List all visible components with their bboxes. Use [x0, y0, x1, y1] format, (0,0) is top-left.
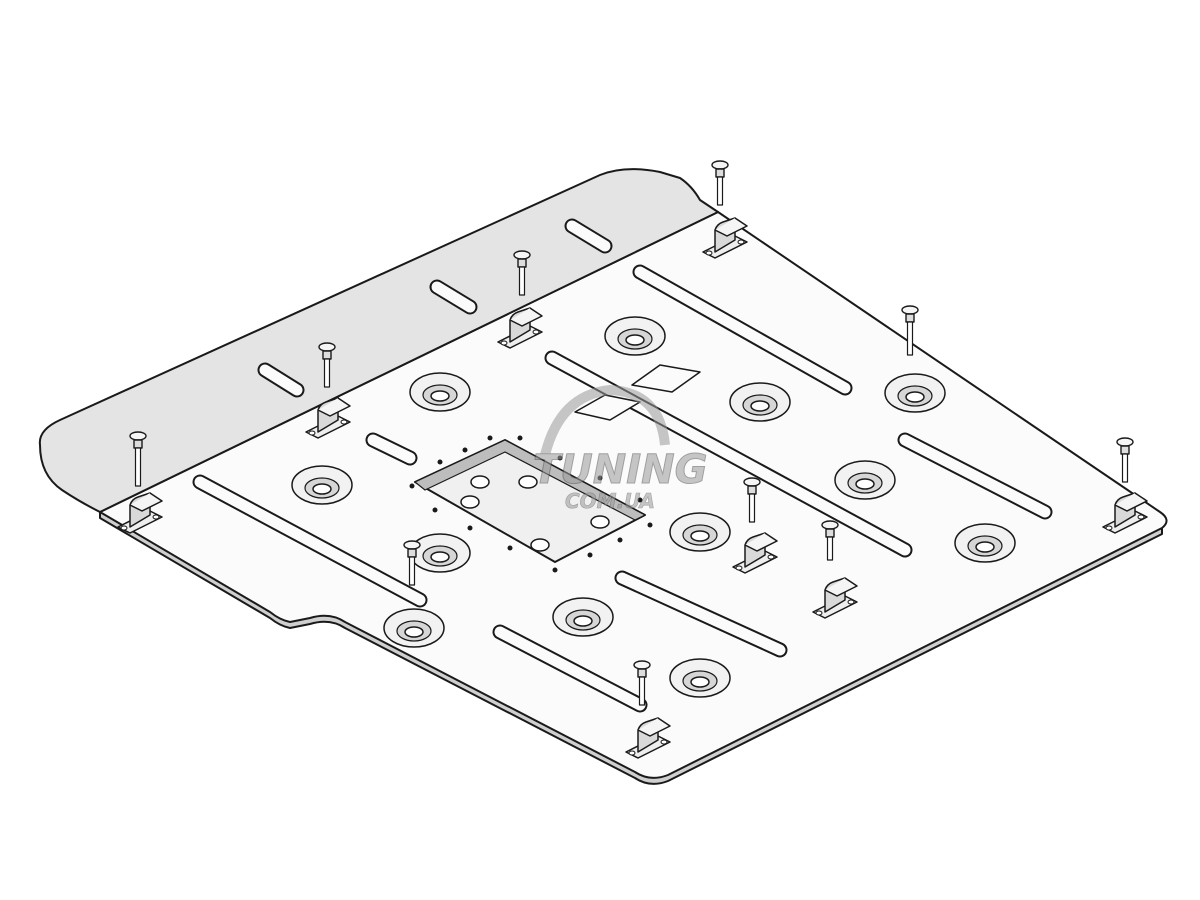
recessed-hole	[409, 372, 471, 412]
opening-hole	[590, 515, 610, 529]
watermark-domain: COM.UA	[565, 489, 655, 513]
rivet-dot	[467, 525, 473, 531]
mounting-bracket	[625, 717, 671, 759]
recessed-hole	[291, 465, 353, 505]
rivet-dot	[432, 507, 438, 513]
recessed-hole	[954, 523, 1016, 563]
opening-hole	[530, 538, 550, 552]
rivet-dot	[557, 455, 563, 461]
mounting-bracket	[1102, 492, 1148, 534]
bolt	[403, 540, 421, 586]
plate-main-surface	[99, 211, 1168, 779]
rivet-dot	[507, 545, 513, 551]
watermark: TUNING COM.UA	[533, 384, 708, 513]
rivet-dot	[552, 567, 558, 573]
drain-hole	[383, 608, 445, 648]
rivet-dot	[647, 522, 653, 528]
mounting-bracket	[117, 492, 163, 534]
opening-hole	[460, 495, 480, 509]
slot	[564, 218, 613, 254]
recessed-hole	[669, 512, 731, 552]
opening-hole	[518, 475, 538, 489]
bolt	[821, 520, 839, 561]
slot	[492, 624, 648, 713]
bolt	[318, 342, 336, 388]
bolt	[633, 660, 651, 706]
slot	[365, 432, 418, 466]
rear-hatch	[631, 364, 701, 393]
bolt	[513, 250, 531, 296]
mounting-bracket	[497, 307, 543, 349]
recessed-hole	[409, 533, 471, 573]
slot	[632, 264, 853, 396]
rivet-dot	[617, 537, 623, 543]
rivet-dot	[637, 497, 643, 503]
bolt	[129, 431, 147, 487]
rivet-dot	[597, 475, 603, 481]
recessed-hole	[834, 460, 896, 500]
slot	[192, 474, 428, 608]
recessed-hole	[729, 382, 791, 422]
slot	[257, 362, 305, 398]
rivet-dot	[517, 435, 523, 441]
rear-flange	[38, 168, 719, 513]
opening-inner-wall	[414, 439, 646, 521]
bolt	[743, 477, 761, 523]
rivet-dot	[487, 435, 493, 441]
mounting-bracket	[305, 397, 351, 439]
rivet-dot	[409, 483, 415, 489]
drain-hole	[884, 373, 946, 413]
slot	[897, 432, 1053, 520]
watermark-brand: TUNING	[533, 447, 707, 493]
skid-plate	[38, 160, 1168, 785]
bolt	[1116, 437, 1134, 483]
recessed-hole	[552, 597, 614, 637]
slot	[429, 279, 478, 315]
bolt	[711, 160, 729, 206]
bolt	[901, 305, 919, 356]
rivet-dot	[587, 552, 593, 558]
opening-hole	[470, 475, 490, 489]
watermark-swoosh-icon	[540, 384, 670, 457]
slot	[614, 570, 788, 658]
rivet-dot	[462, 447, 468, 453]
recessed-hole	[669, 658, 731, 698]
rivet-dot	[437, 459, 443, 465]
recessed-hole	[604, 316, 666, 356]
mounting-bracket	[702, 217, 748, 259]
mounting-bracket	[812, 577, 858, 619]
mounting-bracket	[732, 532, 778, 574]
